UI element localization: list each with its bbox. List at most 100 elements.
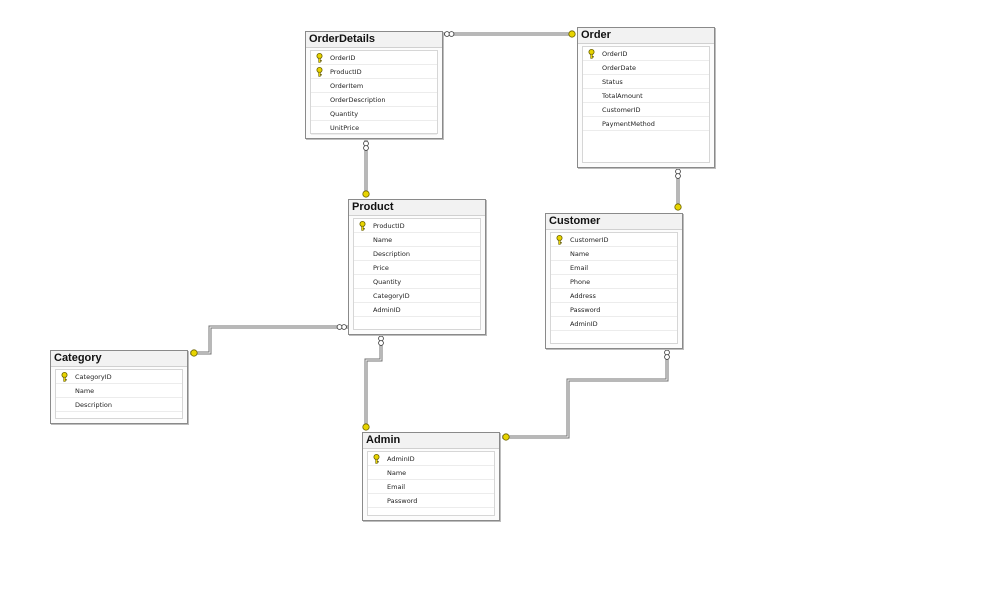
column-name: CategoryID bbox=[75, 373, 112, 381]
column-name: Description bbox=[373, 250, 411, 258]
column-row[interactable]: Name bbox=[354, 233, 480, 247]
column-row[interactable]: CustomerID bbox=[551, 233, 677, 247]
column-row[interactable]: ProductID bbox=[311, 65, 437, 79]
key-end-icon bbox=[674, 203, 682, 211]
table-title: Category bbox=[51, 351, 187, 367]
column-row[interactable]: Description bbox=[354, 247, 480, 261]
primary-key-icon bbox=[555, 235, 564, 245]
primary-key-icon bbox=[587, 49, 596, 59]
column-row[interactable]: AdminID bbox=[354, 303, 480, 317]
column-name: OrderDescription bbox=[330, 96, 386, 104]
column-row[interactable]: Email bbox=[368, 480, 494, 494]
column-name: Phone bbox=[570, 278, 591, 286]
rel-orderdetails-order bbox=[443, 30, 576, 38]
column-row[interactable]: Name bbox=[368, 466, 494, 480]
column-row[interactable]: Price bbox=[354, 261, 480, 275]
many-end-icon bbox=[664, 349, 670, 360]
key-end-icon bbox=[362, 190, 370, 198]
column-row[interactable]: Name bbox=[551, 247, 677, 261]
column-row[interactable]: Email bbox=[551, 261, 677, 275]
column-name: CategoryID bbox=[373, 292, 410, 300]
column-row[interactable]: CategoryID bbox=[56, 370, 182, 384]
column-name: Address bbox=[570, 292, 596, 300]
table-title: OrderDetails bbox=[306, 32, 442, 48]
column-name: ProductID bbox=[373, 222, 405, 230]
column-row[interactable]: Quantity bbox=[311, 107, 437, 121]
column-name: AdminID bbox=[373, 306, 401, 314]
column-name: Quantity bbox=[373, 278, 402, 286]
table-title: Order bbox=[578, 28, 714, 44]
column-row[interactable]: Phone bbox=[551, 275, 677, 289]
key-end-icon bbox=[502, 433, 510, 441]
column-row[interactable]: TotalAmount bbox=[583, 89, 709, 103]
column-row[interactable]: PaymentMethod bbox=[583, 117, 709, 131]
key-end-icon bbox=[190, 349, 198, 357]
column-name: OrderID bbox=[602, 50, 628, 58]
key-end-icon bbox=[362, 423, 370, 431]
column-row[interactable]: Quantity bbox=[354, 275, 480, 289]
column-row[interactable]: OrderDate bbox=[583, 61, 709, 75]
column-row[interactable]: AdminID bbox=[368, 452, 494, 466]
primary-key-icon bbox=[60, 372, 69, 382]
rel-product-admin bbox=[362, 335, 384, 431]
key-end-icon bbox=[568, 30, 576, 38]
column-name: Name bbox=[570, 250, 590, 258]
column-name: CustomerID bbox=[602, 106, 641, 114]
column-name: CustomerID bbox=[570, 236, 609, 244]
many-end-icon bbox=[675, 168, 681, 179]
column-name: AdminID bbox=[387, 455, 415, 463]
column-name: PaymentMethod bbox=[602, 120, 655, 128]
column-name: ProductID bbox=[330, 68, 362, 76]
column-row[interactable]: UnitPrice bbox=[311, 121, 437, 135]
column-row[interactable]: Password bbox=[551, 303, 677, 317]
column-name: Quantity bbox=[330, 110, 359, 118]
column-name: TotalAmount bbox=[602, 92, 643, 100]
column-row[interactable]: Name bbox=[56, 384, 182, 398]
rel-orderdetails-product bbox=[362, 140, 370, 198]
table-title: Admin bbox=[363, 433, 499, 449]
column-row[interactable]: Password bbox=[368, 494, 494, 508]
rel-order-customer bbox=[674, 168, 682, 211]
column-name: Name bbox=[387, 469, 407, 477]
column-name: Email bbox=[387, 483, 406, 491]
primary-key-icon bbox=[358, 221, 367, 231]
column-name: Email bbox=[570, 264, 589, 272]
column-name: AdminID bbox=[570, 320, 598, 328]
column-row[interactable]: Status bbox=[583, 75, 709, 89]
column-name: OrderDate bbox=[602, 64, 637, 72]
column-row[interactable]: AdminID bbox=[551, 317, 677, 331]
many-end-icon bbox=[336, 324, 347, 330]
column-name: OrderItem bbox=[330, 82, 364, 90]
column-row[interactable]: Description bbox=[56, 398, 182, 412]
column-row[interactable]: CategoryID bbox=[354, 289, 480, 303]
column-name: Password bbox=[570, 306, 601, 314]
table-title: Customer bbox=[546, 214, 682, 230]
column-name: UnitPrice bbox=[330, 124, 360, 132]
column-row[interactable]: OrderItem bbox=[311, 79, 437, 93]
column-row[interactable]: OrderID bbox=[583, 47, 709, 61]
primary-key-icon bbox=[315, 53, 324, 63]
column-name: Name bbox=[373, 236, 393, 244]
column-row[interactable]: OrderID bbox=[311, 51, 437, 65]
column-row[interactable]: OrderDescription bbox=[311, 93, 437, 107]
column-name: Description bbox=[75, 401, 113, 409]
column-row[interactable]: Address bbox=[551, 289, 677, 303]
column-row[interactable]: ProductID bbox=[354, 219, 480, 233]
column-name: Price bbox=[373, 264, 389, 272]
column-row[interactable]: CustomerID bbox=[583, 103, 709, 117]
primary-key-icon bbox=[372, 454, 381, 464]
